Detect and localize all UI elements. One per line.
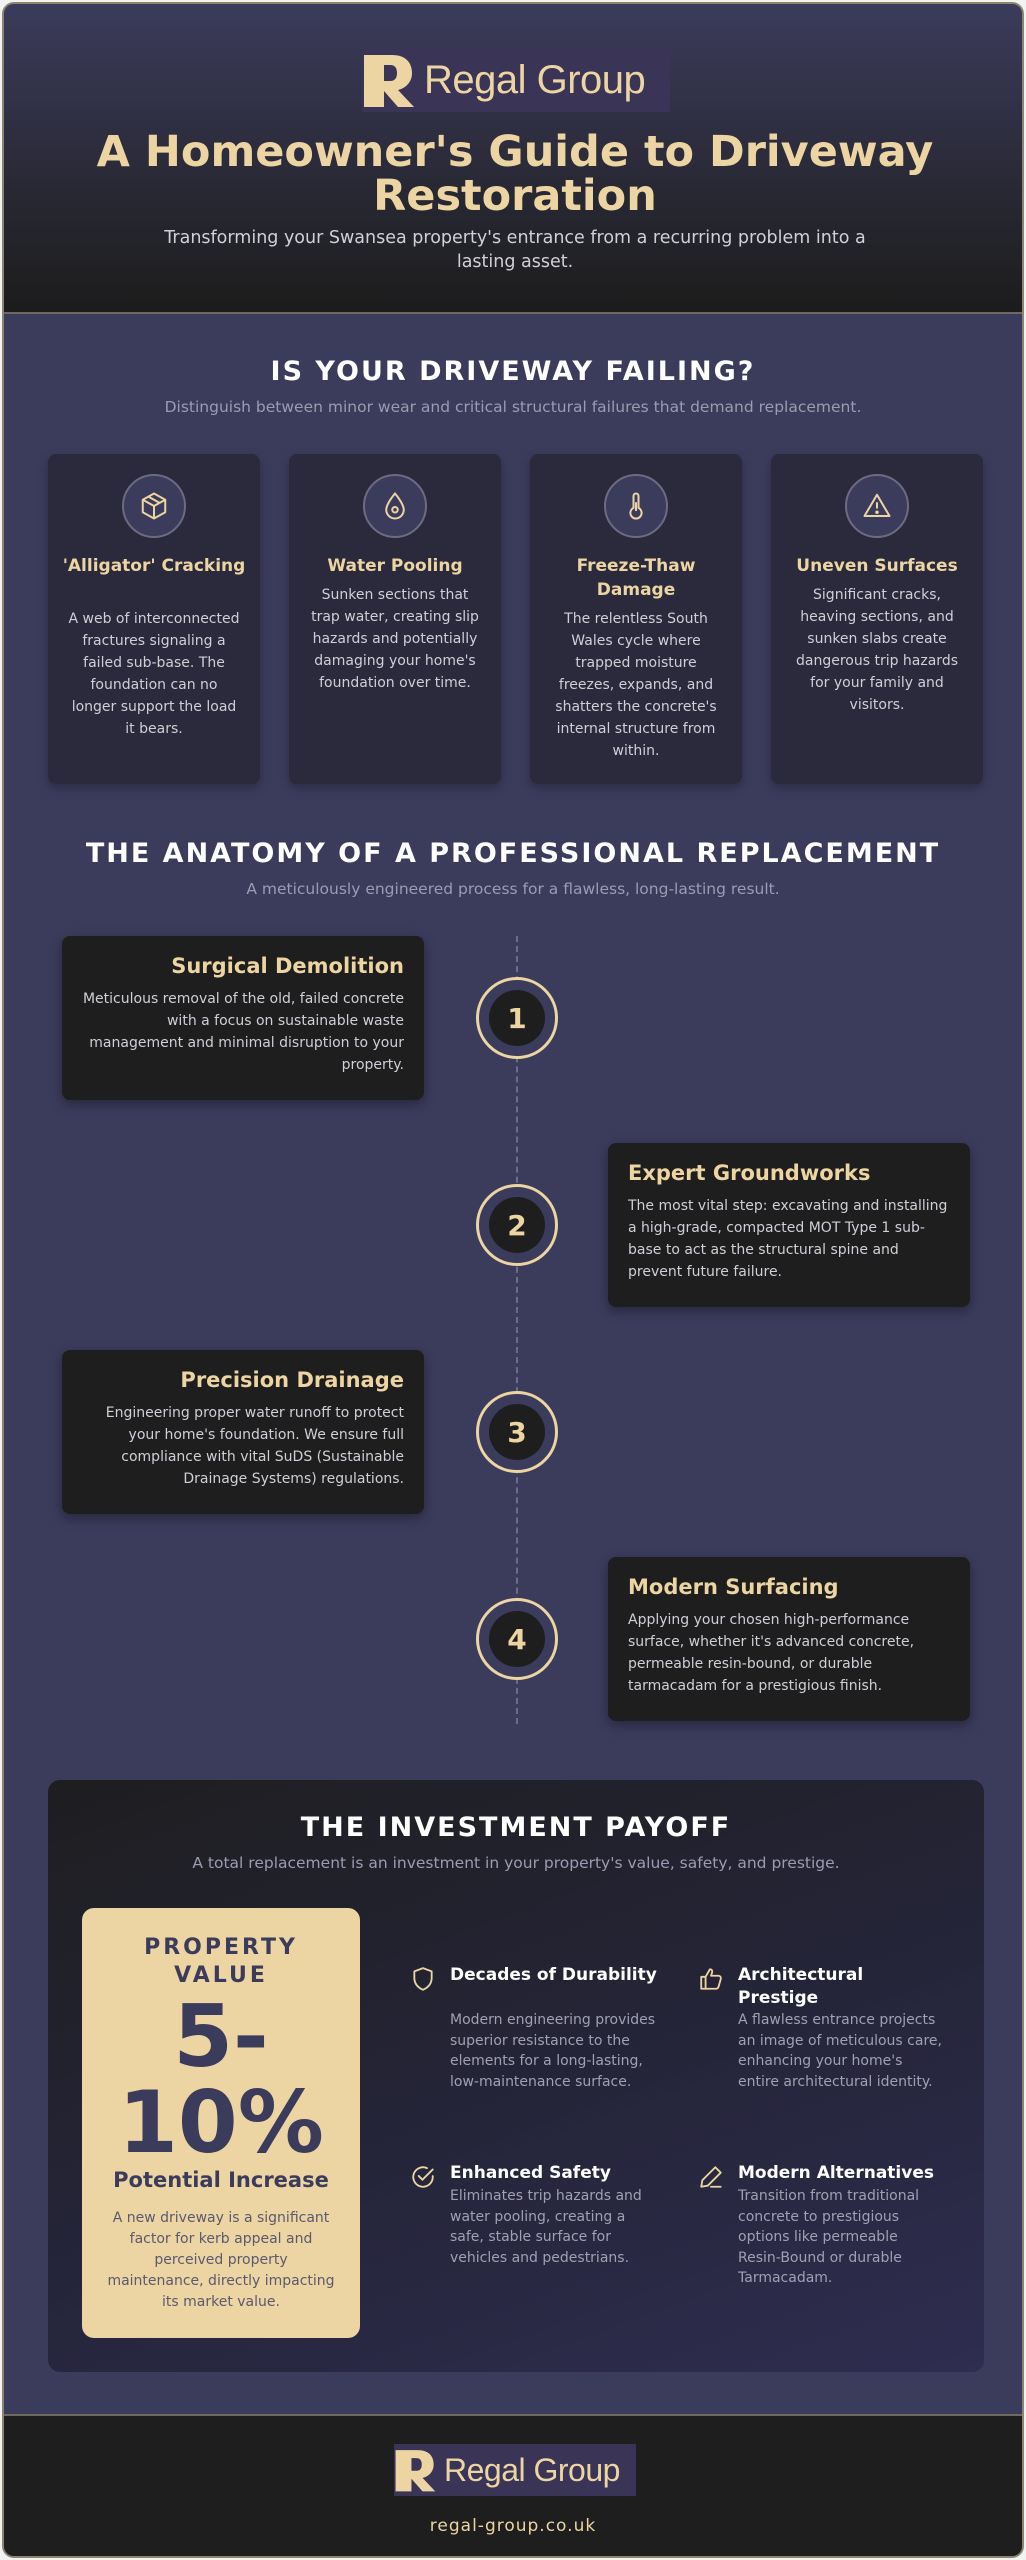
step-title: Modern Surfacing — [628, 1575, 839, 1599]
thermometer-icon — [604, 474, 668, 538]
investment-panel: THE INVESTMENT PAYOFF A total replacemen… — [48, 1780, 984, 2372]
investment-section-title: THE INVESTMENT PAYOFF — [300, 1812, 732, 1843]
step-card-demolition: Surgical Demolition Meticulous removal o… — [62, 936, 424, 1100]
failure-card-freeze-thaw: Freeze-Thaw Damage The relentless South … — [530, 454, 742, 784]
step-title: Expert Groundworks — [628, 1161, 871, 1185]
page-footer: Regal Group regal-group.co.uk — [4, 2414, 1022, 2556]
step-description: Meticulous removal of the old, failed co… — [82, 991, 404, 1073]
brand-logo: Regal Group — [362, 48, 670, 112]
value-card-label: PROPERTY VALUE — [144, 1935, 298, 1988]
step-number-3: 3 — [476, 1391, 558, 1473]
benefit-description: Eliminates trip hazards and water poolin… — [450, 2188, 642, 2266]
card-description: A web of interconnected fractures signal… — [68, 611, 240, 737]
anatomy-section-title: THE ANATOMY OF A PROFESSIONAL REPLACEMEN… — [85, 838, 941, 869]
logo-mark-icon — [395, 2450, 436, 2492]
card-title: Water Pooling — [327, 556, 463, 576]
card-description: Sunken sections that trap water, creatin… — [311, 587, 479, 691]
page-subtitle: Transforming your Swansea property's ent… — [164, 228, 866, 272]
footer-logo: Regal Group — [394, 2444, 636, 2496]
warning-icon — [845, 474, 909, 538]
value-card-description: A new driveway is a significant factor f… — [107, 2210, 335, 2310]
pen-icon — [700, 2166, 722, 2188]
timeline-line — [516, 936, 518, 1724]
card-description: The relentless South Wales cycle where t… — [555, 611, 717, 759]
benefit-title: Modern Alternatives — [738, 2163, 934, 2183]
card-title: Uneven Surfaces — [796, 556, 958, 576]
brand-name: Regal Group — [444, 2451, 620, 2488]
step-card-groundworks: Expert Groundworks The most vital step: … — [608, 1143, 970, 1307]
benefit-description: A flawless entrance projects an image of… — [738, 2012, 942, 2090]
investment-section-subtitle: A total replacement is an investment in … — [192, 1854, 840, 1872]
benefit-title: Architectural Prestige — [738, 1965, 864, 2008]
page-header: Regal Group A Homeowner's Guide to Drive… — [4, 4, 1022, 314]
value-card-subtitle: Potential Increase — [113, 2168, 329, 2192]
step-number-4: 4 — [476, 1598, 558, 1680]
card-title: Freeze-Thaw Damage — [576, 556, 696, 600]
property-value-card: PROPERTY VALUE 5-10% Potential Increase … — [82, 1908, 360, 2338]
page-title: A Homeowner's Guide to Driveway Restorat… — [96, 127, 934, 221]
thumbs-up-icon — [700, 1968, 722, 1990]
benefit-description: Modern engineering provides superior res… — [450, 2012, 656, 2090]
step-description: Engineering proper water runoff to prote… — [105, 1405, 404, 1487]
step-card-surfacing: Modern Surfacing Applying your chosen hi… — [608, 1557, 970, 1721]
value-card-number: 5-10% — [118, 1987, 324, 2173]
shield-icon — [413, 1967, 433, 1991]
failure-card-uneven: Uneven Surfaces Significant cracks, heav… — [771, 454, 983, 784]
card-title: 'Alligator' Cracking — [62, 556, 246, 576]
step-description: The most vital step: excavating and inst… — [628, 1198, 948, 1280]
step-card-drainage: Precision Drainage Engineering proper wa… — [62, 1350, 424, 1514]
benefit-title: Decades of Durability — [450, 1965, 657, 1985]
failing-section-subtitle: Distinguish between minor wear and criti… — [164, 398, 862, 416]
benefit-description: Transition from traditional concrete to … — [738, 2188, 920, 2286]
website-url[interactable]: regal-group.co.uk — [429, 2516, 597, 2536]
card-description: Significant cracks, heaving sections, an… — [795, 587, 958, 713]
check-circle-icon — [412, 2166, 434, 2188]
failure-card-cracking: 'Alligator' Cracking A web of interconne… — [48, 454, 260, 784]
step-title: Precision Drainage — [180, 1368, 404, 1392]
brand-name: Regal Group — [424, 57, 646, 102]
water-drop-icon — [363, 474, 427, 538]
step-number-2: 2 — [476, 1184, 558, 1266]
failure-card-pooling: Water Pooling Sunken sections that trap … — [289, 454, 501, 784]
anatomy-section-subtitle: A meticulously engineered process for a … — [246, 880, 780, 898]
benefit-title: Enhanced Safety — [450, 2163, 611, 2183]
logo-mark-icon — [364, 55, 414, 107]
step-number-1: 1 — [476, 977, 558, 1059]
step-title: Surgical Demolition — [171, 954, 404, 978]
step-description: Applying your chosen high-performance su… — [628, 1612, 915, 1694]
failing-section-title: IS YOUR DRIVEWAY FAILING? — [270, 356, 756, 387]
cube-icon — [122, 474, 186, 538]
